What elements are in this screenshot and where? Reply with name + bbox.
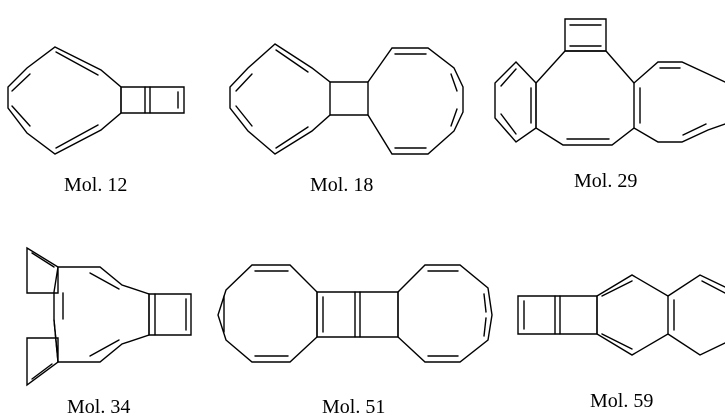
- four-ring-bond: [120, 86, 185, 114]
- molecule-label-59: Mol. 59: [590, 390, 653, 412]
- ring-bond: [217, 264, 318, 363]
- molecule-structure-12: [7, 46, 185, 155]
- benzene-ring-bond: [494, 60, 537, 143]
- molecule-label-29: Mol. 29: [574, 170, 637, 192]
- ring-bond: [229, 43, 331, 155]
- molecule-structure-29: [494, 18, 725, 146]
- benzene-ring-bond: [667, 333, 725, 356]
- molecule-label-12: Mol. 12: [64, 174, 127, 196]
- double-bond-line: [483, 293, 487, 313]
- double-bond-line: [55, 51, 99, 76]
- four-ring-bond: [148, 293, 192, 336]
- molecule-label-34: Mol. 34: [67, 396, 130, 418]
- ring-bond: [53, 266, 150, 363]
- double-bond-line: [55, 124, 99, 149]
- ring-bond: [7, 46, 122, 155]
- molecule-structure-59: [517, 274, 725, 356]
- double-bond-line: [275, 126, 309, 149]
- ring-bond: [535, 50, 635, 146]
- benzene-ring-bond: [667, 274, 725, 297]
- four-ring-bond: [316, 291, 399, 338]
- double-bond-line: [31, 363, 53, 380]
- double-bond-line: [601, 280, 633, 297]
- ring-bond: [397, 264, 493, 363]
- double-bond-line: [11, 105, 31, 127]
- molecule-structure-34: [26, 246, 192, 387]
- double-bond-line: [31, 252, 55, 268]
- four-ring-bond: [26, 337, 59, 387]
- double-bond-line: [275, 49, 309, 73]
- molecule-structure-51: [217, 264, 493, 363]
- double-bond-line: [500, 113, 517, 135]
- double-bond-line: [235, 73, 253, 92]
- double-bond-line: [500, 68, 517, 87]
- four-ring-bond: [26, 246, 59, 294]
- four-ring-bond: [517, 295, 598, 335]
- double-bond-line: [11, 73, 31, 92]
- benzene-ring-bond: [633, 61, 725, 84]
- double-bond-line: [483, 317, 487, 337]
- double-bond-line: [701, 280, 725, 294]
- double-bond-line: [601, 333, 633, 350]
- double-bond-line: [450, 108, 458, 127]
- double-bond-line: [89, 339, 120, 357]
- double-bond-line: [682, 123, 707, 136]
- benzene-ring-bond: [633, 123, 725, 143]
- double-bond-line: [450, 73, 458, 92]
- benzene-ring-bond: [596, 274, 669, 356]
- molecule-structure-18: [229, 43, 464, 155]
- ring-bond: [367, 47, 464, 155]
- double-bond-line: [235, 105, 253, 127]
- double-bond-line: [89, 272, 120, 290]
- molecule-label-18: Mol. 18: [310, 174, 373, 196]
- molecule-label-51: Mol. 51: [322, 396, 385, 418]
